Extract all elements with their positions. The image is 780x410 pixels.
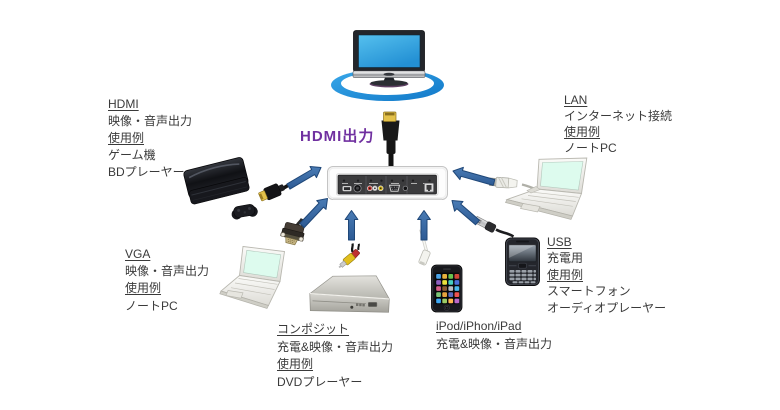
- lan-usage-label: 使用例: [564, 125, 601, 140]
- blackberry-icon: [505, 237, 540, 286]
- composite-usage-label: 使用例: [277, 357, 314, 372]
- game-controller-icon: [231, 204, 258, 220]
- composite-label-block: コンポジット 充電&映像・音声出力 使用例 DVDプレーヤー: [277, 321, 393, 392]
- arrow-lan-icon: [452, 166, 496, 186]
- lan-desc: インターネット接続: [564, 108, 673, 123]
- hdmi-usage-label: 使用例: [108, 130, 145, 145]
- vga-desc: 映像・音声出力: [125, 264, 210, 279]
- composite-heading: コンポジット: [277, 322, 350, 336]
- lan-heading: LAN: [564, 92, 588, 107]
- hdmi-example-2: BDプレーヤー: [108, 165, 185, 180]
- hdmi-output-title: HDMI出力: [300, 128, 375, 145]
- usb-example-1: スマートフォン: [547, 284, 631, 299]
- usb-heading: USB: [547, 234, 572, 249]
- composite-example-1: DVDプレーヤー: [277, 375, 363, 390]
- hdmi-cable-tv-icon: [381, 111, 400, 167]
- arrow-composite-icon: [344, 210, 359, 241]
- game-console-icon: [183, 157, 250, 205]
- hdmi-desc: 映像・音声出力: [108, 113, 193, 128]
- usb-label-block: USB 充電用 使用例 スマートフォン オーディオプレーヤー: [547, 234, 666, 317]
- arrow-iphone-icon: [417, 210, 431, 241]
- vga-label-block: VGA 映像・音声出力 使用例 ノートPC: [125, 246, 209, 315]
- vga-usage-label: 使用例: [125, 281, 162, 296]
- iphone-label-block: iPod/iPhon/iPad 充電&映像・音声出力: [436, 318, 552, 353]
- iphone-icon: [431, 264, 463, 313]
- vga-plug-icon: [280, 218, 305, 246]
- usb-usage-label: 使用例: [547, 267, 584, 282]
- arrows: [286, 166, 496, 241]
- arrow-hdmi-icon: [286, 166, 322, 190]
- usb-cable-icon: [473, 215, 515, 238]
- tv-icon: [352, 30, 426, 88]
- composite-desc: 充電&映像・音声出力: [277, 339, 394, 354]
- composite-cable-icon: [338, 243, 360, 269]
- vga-example-1: ノートPC: [125, 298, 178, 313]
- usb-desc: 充電用: [547, 251, 584, 266]
- hdmi-example-1: ゲーム機: [108, 148, 156, 163]
- connection-panel-icon: [327, 166, 448, 200]
- iphone-heading: iPod/iPhon/iPad: [436, 319, 522, 333]
- arrow-vga-icon: [299, 198, 328, 229]
- usb-example-2: オーディオプレーヤー: [547, 300, 667, 315]
- vga-heading: VGA: [125, 247, 151, 261]
- arrow-usb-icon: [451, 200, 480, 226]
- laptop-right-icon: [504, 157, 588, 220]
- hdmi-label-block: HDMI 映像・音声出力 使用例 ゲーム機 BDプレーヤー: [108, 96, 192, 182]
- laptop-left-icon: [219, 245, 286, 309]
- lan-label-block: LAN インターネット接続 使用例 ノートPC: [564, 92, 672, 157]
- iphone-desc: 充電&映像・音声出力: [436, 336, 553, 351]
- hdmi-heading: HDMI: [108, 96, 139, 111]
- iphone-app-grid: [436, 274, 460, 304]
- dvd-player-icon: [308, 275, 390, 313]
- lan-example-1: ノートPC: [564, 141, 617, 156]
